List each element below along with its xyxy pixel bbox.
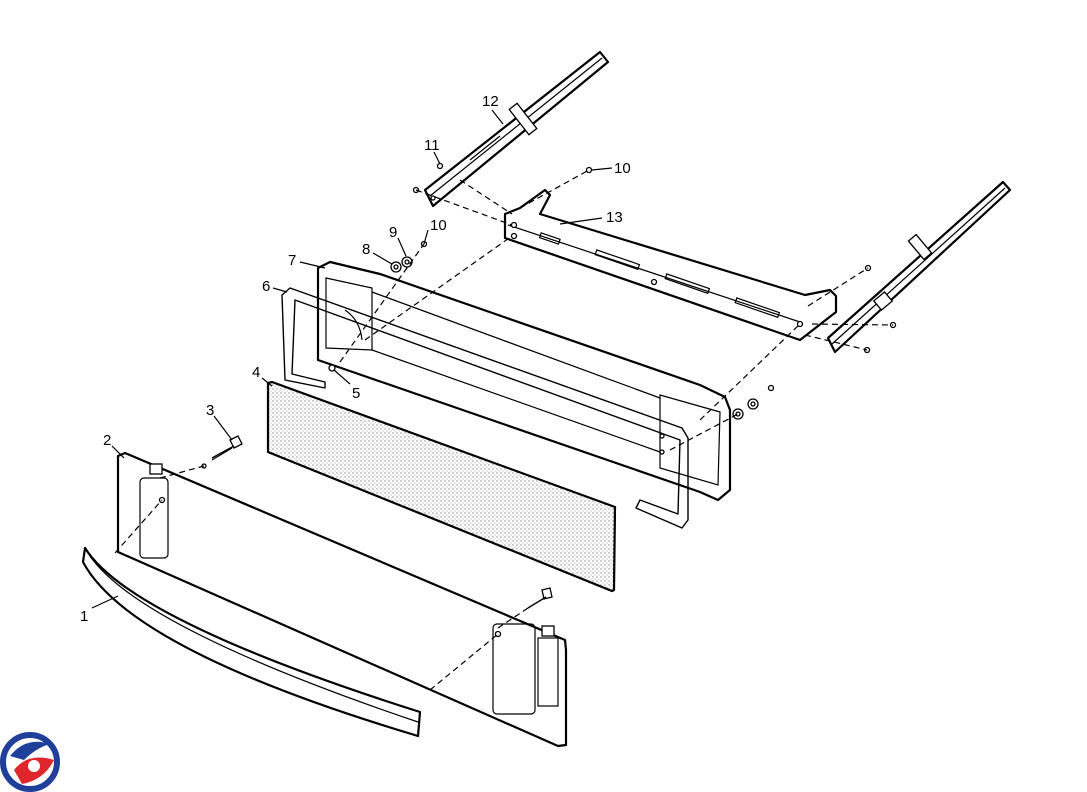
callout-2: 2 [103, 432, 111, 449]
callout-leaders [91, 109, 613, 609]
callout-labels: 1 2 3 4 5 6 7 8 9 10 10 11 12 13 [80, 93, 631, 625]
callout-4: 4 [252, 364, 260, 381]
part-12-left-slide-rail [423, 50, 610, 208]
callout-8: 8 [362, 241, 370, 258]
callout-10-lower: 10 [430, 217, 447, 234]
callout-1: 1 [80, 608, 88, 625]
callout-3: 3 [206, 402, 214, 419]
right-slide-rail [826, 180, 1012, 354]
callout-11: 11 [424, 137, 440, 154]
part-10-screw-upper [585, 166, 593, 174]
callout-13: 13 [606, 209, 623, 226]
part-11-screw [436, 162, 444, 170]
callout-6: 6 [262, 278, 270, 295]
part-2-outer-panel [116, 451, 568, 748]
callout-9: 9 [389, 224, 397, 241]
right-washers [732, 384, 775, 420]
part-8-9-washers [390, 240, 428, 273]
part-1-handle [81, 546, 422, 738]
part-3-screw [211, 435, 243, 461]
part-13-rear-bracket [503, 188, 838, 342]
hardware-fasteners [201, 162, 897, 609]
callout-10-upper: 10 [614, 160, 631, 177]
alignment-dashed-lines [114, 169, 894, 691]
part-7-drawer-body [316, 260, 732, 502]
part-5-screw [328, 364, 336, 372]
callout-7: 7 [288, 252, 296, 269]
part-4-filter-panel [266, 380, 617, 593]
lower-screw [527, 587, 553, 609]
callout-5: 5 [352, 385, 360, 402]
callout-12: 12 [482, 93, 499, 110]
brand-logo-icon [0, 732, 60, 792]
